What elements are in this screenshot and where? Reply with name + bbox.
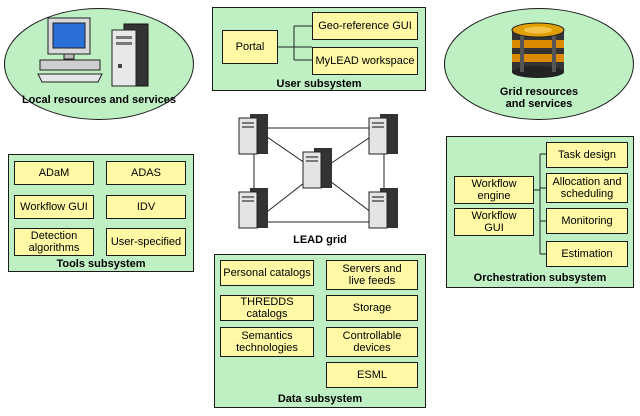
- tools-item-adas: ADAS: [106, 161, 186, 185]
- tools-item-adam: ADaM: [14, 161, 94, 185]
- task-design-box: Task design: [546, 142, 628, 168]
- data-item-servers-live-feeds: Servers and live feeds: [326, 260, 418, 290]
- grid-server-icon-center: [302, 148, 332, 189]
- data-item-controllable-devices: Controllable devices: [326, 327, 418, 357]
- estimation-box: Estimation: [546, 241, 628, 267]
- data-item-storage: Storage: [326, 295, 418, 321]
- grid-server-icon-bottom-right: [368, 188, 398, 229]
- workstation-icon: [37, 17, 103, 83]
- user-subsystem-caption: User subsystem: [276, 78, 362, 90]
- grid-resources-caption: Grid resources and services: [499, 86, 579, 110]
- data-item-thredds-catalogs: THREDDS catalogs: [220, 295, 314, 321]
- tools-item-detection-algorithms: Detection algorithms: [14, 228, 94, 256]
- grid-server-icon-top-right: [368, 114, 398, 155]
- storage-cylinder-icon: [511, 22, 565, 78]
- allocation-scheduling-box: Allocation and scheduling: [546, 173, 628, 203]
- data-item-esml: ESML: [326, 362, 418, 388]
- tools-item-workflow-gui: Workflow GUI: [14, 195, 94, 219]
- grid-server-icon-bottom-left: [238, 188, 268, 229]
- portal-box: Portal: [222, 30, 278, 64]
- data-item-personal-catalogs: Personal catalogs: [220, 260, 314, 286]
- data-item-semantics-technologies: Semantics technologies: [220, 327, 314, 357]
- workflow-gui-box: Workflow GUI: [454, 208, 534, 236]
- tools-subsystem-caption: Tools subsystem: [56, 258, 146, 270]
- grid-server-icon-top-left: [238, 114, 268, 155]
- local-resources-caption: Local resources and services: [21, 94, 177, 106]
- tools-item-idv: IDV: [106, 195, 186, 219]
- server-tower-icon: [111, 23, 149, 87]
- monitoring-box: Monitoring: [546, 208, 628, 234]
- workflow-engine-box: Workflow engine: [454, 176, 534, 204]
- lead-grid-caption: LEAD grid: [293, 234, 347, 246]
- orchestration-subsystem-caption: Orchestration subsystem: [473, 272, 607, 284]
- geo-reference-gui-box: Geo-reference GUI: [312, 12, 418, 40]
- tools-item-user-specified: User-specified: [106, 228, 186, 256]
- mylead-workspace-box: MyLEAD workspace: [312, 47, 418, 75]
- data-subsystem-caption: Data subsystem: [277, 393, 363, 405]
